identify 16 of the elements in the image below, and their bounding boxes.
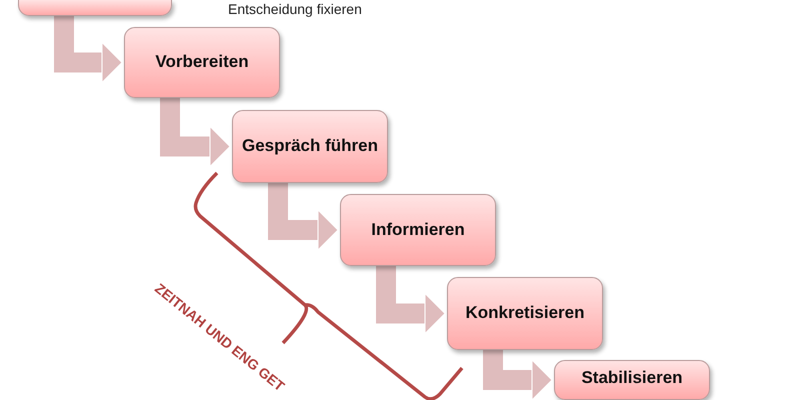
arrow — [160, 98, 230, 167]
process-box — [447, 277, 603, 350]
step-label: Stabilisieren — [580, 367, 684, 389]
process-box — [340, 194, 496, 266]
process-box — [124, 27, 280, 98]
process-box — [232, 110, 388, 183]
step-label: Gespräch führen — [240, 135, 380, 158]
note-text: Entscheidung fixieren — [228, 1, 362, 17]
arrow — [483, 350, 552, 400]
process-box — [554, 360, 710, 400]
arrow — [268, 183, 338, 250]
arrow — [54, 16, 122, 83]
step-label: Informieren — [370, 218, 466, 241]
step-label: Vorbereiten — [154, 51, 250, 74]
empty-box — [18, 0, 172, 16]
step-label: Konkretisieren — [464, 302, 586, 324]
